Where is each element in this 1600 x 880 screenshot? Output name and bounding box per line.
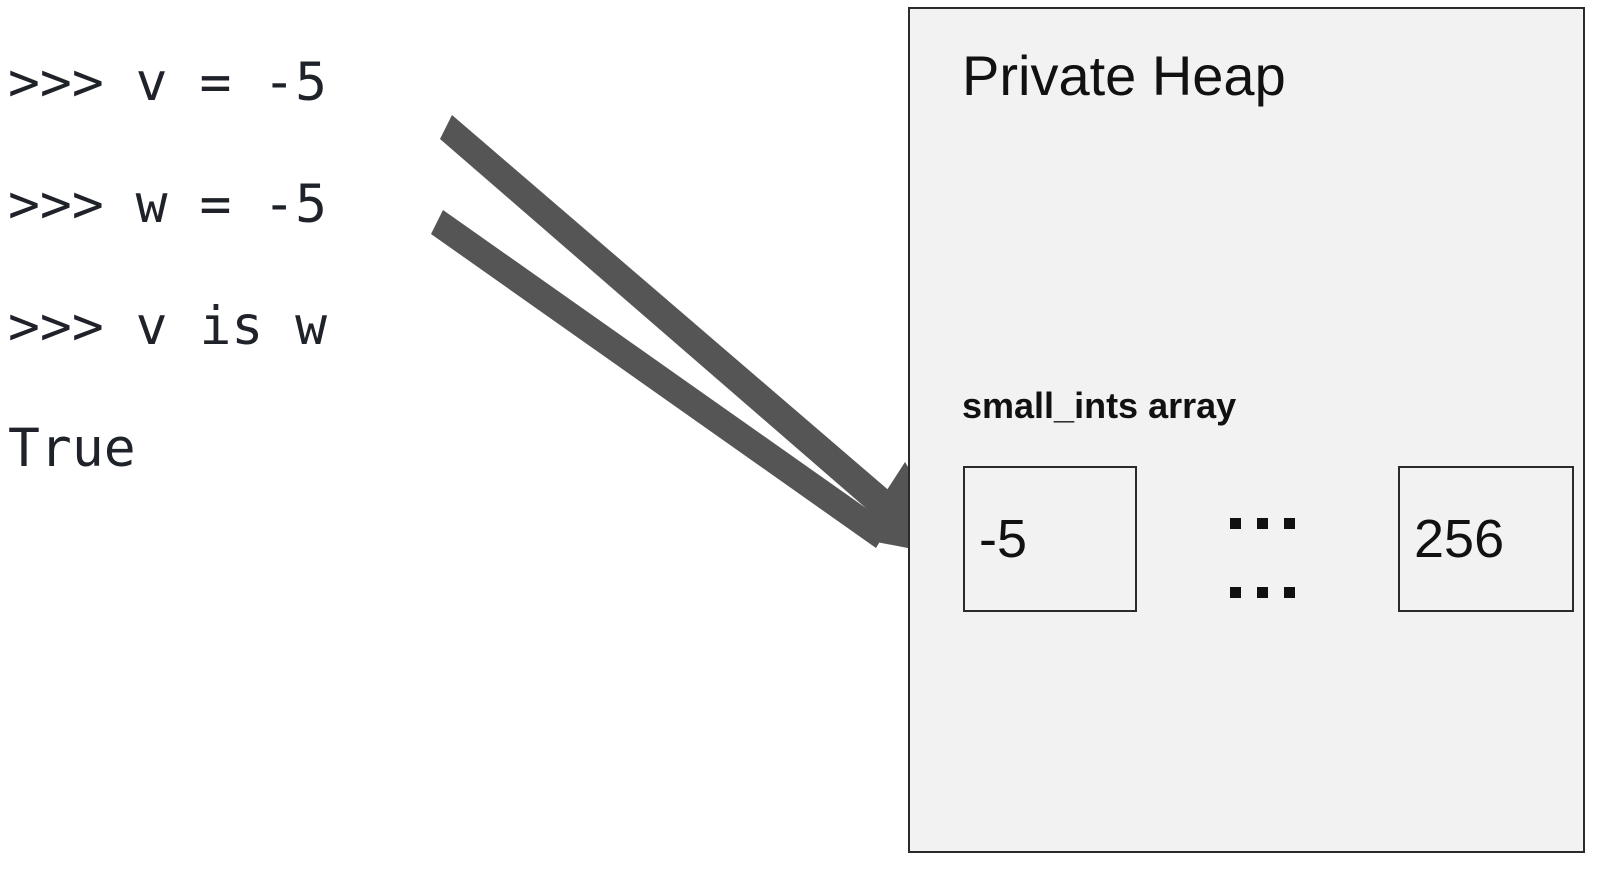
code-line-4: True — [8, 418, 136, 479]
code-transcript: >>> v = -5 >>> w = -5 >>> v is w True — [8, 22, 528, 510]
code-line-3: >>> v is w — [8, 296, 328, 357]
heap-title: Private Heap — [962, 44, 1286, 107]
ellipsis-top-icon — [1230, 518, 1295, 529]
code-line-1: >>> v = -5 — [8, 52, 328, 113]
array-cell-first: -5 — [963, 466, 1137, 612]
small-ints-array-cells: -5 256 — [910, 9, 1583, 851]
array-cell-value: 256 — [1414, 509, 1505, 569]
small-ints-array-label: small_ints array — [962, 385, 1237, 426]
array-cell-value: -5 — [979, 509, 1028, 569]
code-line-2: >>> w = -5 — [8, 174, 328, 235]
private-heap-box: Private Heap small_ints array -5 256 — [908, 7, 1585, 853]
array-cell-last: 256 — [1398, 466, 1574, 612]
ellipsis-bottom-icon — [1230, 587, 1295, 598]
